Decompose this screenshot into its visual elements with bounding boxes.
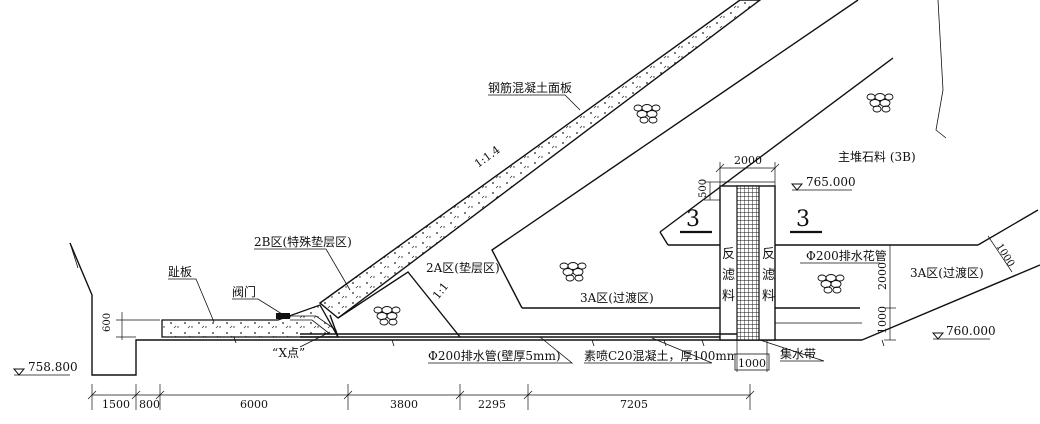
filter-text-left: 反 滤 料 bbox=[722, 247, 735, 304]
dim-6000: 6000 bbox=[240, 398, 268, 411]
svg-text:趾板: 趾板 bbox=[168, 265, 192, 279]
label-collector: 集水带 bbox=[759, 339, 825, 362]
label-zone-3a-right: 3A区(过渡区) bbox=[910, 265, 984, 280]
svg-text:2B区(特殊垫层区): 2B区(特殊垫层区) bbox=[254, 234, 352, 249]
svg-text:500: 500 bbox=[698, 179, 709, 198]
svg-text:Φ200排水管(壁厚5mm): Φ200排水管(壁厚5mm) bbox=[428, 348, 561, 363]
dim-500: 500 bbox=[698, 179, 720, 201]
dim-7205: 7205 bbox=[620, 398, 648, 411]
svg-text:素喷C20混凝土，厚100mm: 素喷C20混凝土，厚100mm bbox=[584, 348, 739, 363]
foundation-outline bbox=[69, 242, 862, 376]
svg-text:3: 3 bbox=[796, 207, 810, 232]
drain-pipe bbox=[300, 322, 862, 335]
svg-text:阀门: 阀门 bbox=[232, 284, 256, 299]
label-slope-2a: 1:1 bbox=[430, 280, 451, 302]
elevation-760: 760.000 bbox=[931, 324, 996, 340]
filter-right-char-2: 滤 bbox=[762, 268, 775, 283]
dim-1500: 1500 bbox=[102, 398, 130, 411]
stone-symbol-3b-upper bbox=[633, 104, 661, 124]
label-zone-2a: 2A区(垫层区) bbox=[426, 260, 500, 275]
svg-text:“X点”: “X点” bbox=[272, 346, 305, 360]
label-rc-face-slab: 钢筋混凝土面板 bbox=[488, 80, 581, 111]
dim-2295: 2295 bbox=[478, 398, 506, 411]
dim-2000-top: 2000 bbox=[715, 154, 780, 186]
dim-bottom-chain: 1500 800 6000 3800 2295 7205 bbox=[87, 384, 755, 411]
svg-text:760.000: 760.000 bbox=[946, 324, 996, 338]
label-shotcrete: 素喷C20混凝土，厚100mm bbox=[584, 337, 739, 364]
filter-left-char-1: 反 bbox=[722, 247, 735, 262]
label-drain-pipe: Φ200排水管(壁厚5mm) bbox=[428, 336, 574, 364]
filter-right-char-3: 料 bbox=[762, 289, 775, 304]
dim-600: 600 bbox=[102, 312, 160, 340]
foundation-ticks bbox=[233, 336, 885, 347]
label-valve: 阀门 bbox=[232, 284, 283, 315]
toe-slab bbox=[161, 304, 340, 338]
dim-1000-bottom: 1000 bbox=[734, 340, 770, 372]
valve-symbol[interactable] bbox=[276, 313, 339, 338]
dim-right-verticals: 2000 1000 bbox=[876, 244, 896, 341]
svg-text:2000: 2000 bbox=[734, 154, 762, 167]
label-zone-2b: 2B区(特殊垫层区) bbox=[254, 234, 352, 291]
stone-symbol-2a bbox=[373, 306, 401, 326]
svg-text:765.000: 765.000 bbox=[806, 175, 856, 189]
elevation-758: 758.800 bbox=[12, 360, 78, 376]
svg-text:758.800: 758.800 bbox=[28, 360, 78, 374]
stone-symbol-3b-right bbox=[866, 93, 894, 113]
dim-1000-diagonal: 1000 bbox=[987, 235, 1016, 273]
label-toe-slab: 趾板 bbox=[168, 265, 215, 323]
face-slab bbox=[318, 0, 762, 319]
section-marker-left: 3 bbox=[680, 207, 712, 234]
stone-symbol-3a-right bbox=[817, 274, 845, 294]
filter-column bbox=[719, 181, 776, 341]
section-marker-right: 3 bbox=[790, 207, 822, 234]
label-x-point: “X点” bbox=[272, 331, 331, 360]
label-zone-3a-left: 3A区(过渡区) bbox=[580, 290, 654, 305]
svg-text:2000: 2000 bbox=[876, 262, 889, 290]
zone-3b-boundary bbox=[659, 0, 1040, 341]
filter-left-char-2: 滤 bbox=[722, 268, 735, 283]
filter-left-char-3: 料 bbox=[722, 289, 735, 304]
label-main-rockfill: 主堆石料 (3B) bbox=[838, 150, 916, 164]
svg-text:钢筋混凝土面板: 钢筋混凝土面板 bbox=[488, 80, 572, 95]
svg-text:3: 3 bbox=[686, 207, 700, 232]
label-slope-face: 1:1.4 bbox=[472, 143, 502, 170]
zone-3a-left-boundary bbox=[491, 0, 860, 309]
filter-text-right: 反 滤 料 bbox=[762, 247, 775, 304]
svg-text:Φ200排水花管: Φ200排水花管 bbox=[806, 248, 887, 263]
elevation-765: 765.000 bbox=[790, 175, 856, 191]
svg-text:1000: 1000 bbox=[876, 306, 889, 334]
dim-800: 800 bbox=[139, 398, 160, 411]
dim-3800: 3800 bbox=[390, 398, 418, 411]
stone-symbol-3a-left bbox=[559, 262, 587, 282]
filter-right-char-1: 反 bbox=[762, 247, 775, 262]
label-perforated-pipe: Φ200排水花管 bbox=[800, 248, 887, 264]
svg-text:600: 600 bbox=[102, 313, 113, 332]
svg-text:1000: 1000 bbox=[738, 357, 766, 370]
svg-text:1000: 1000 bbox=[993, 242, 1016, 269]
